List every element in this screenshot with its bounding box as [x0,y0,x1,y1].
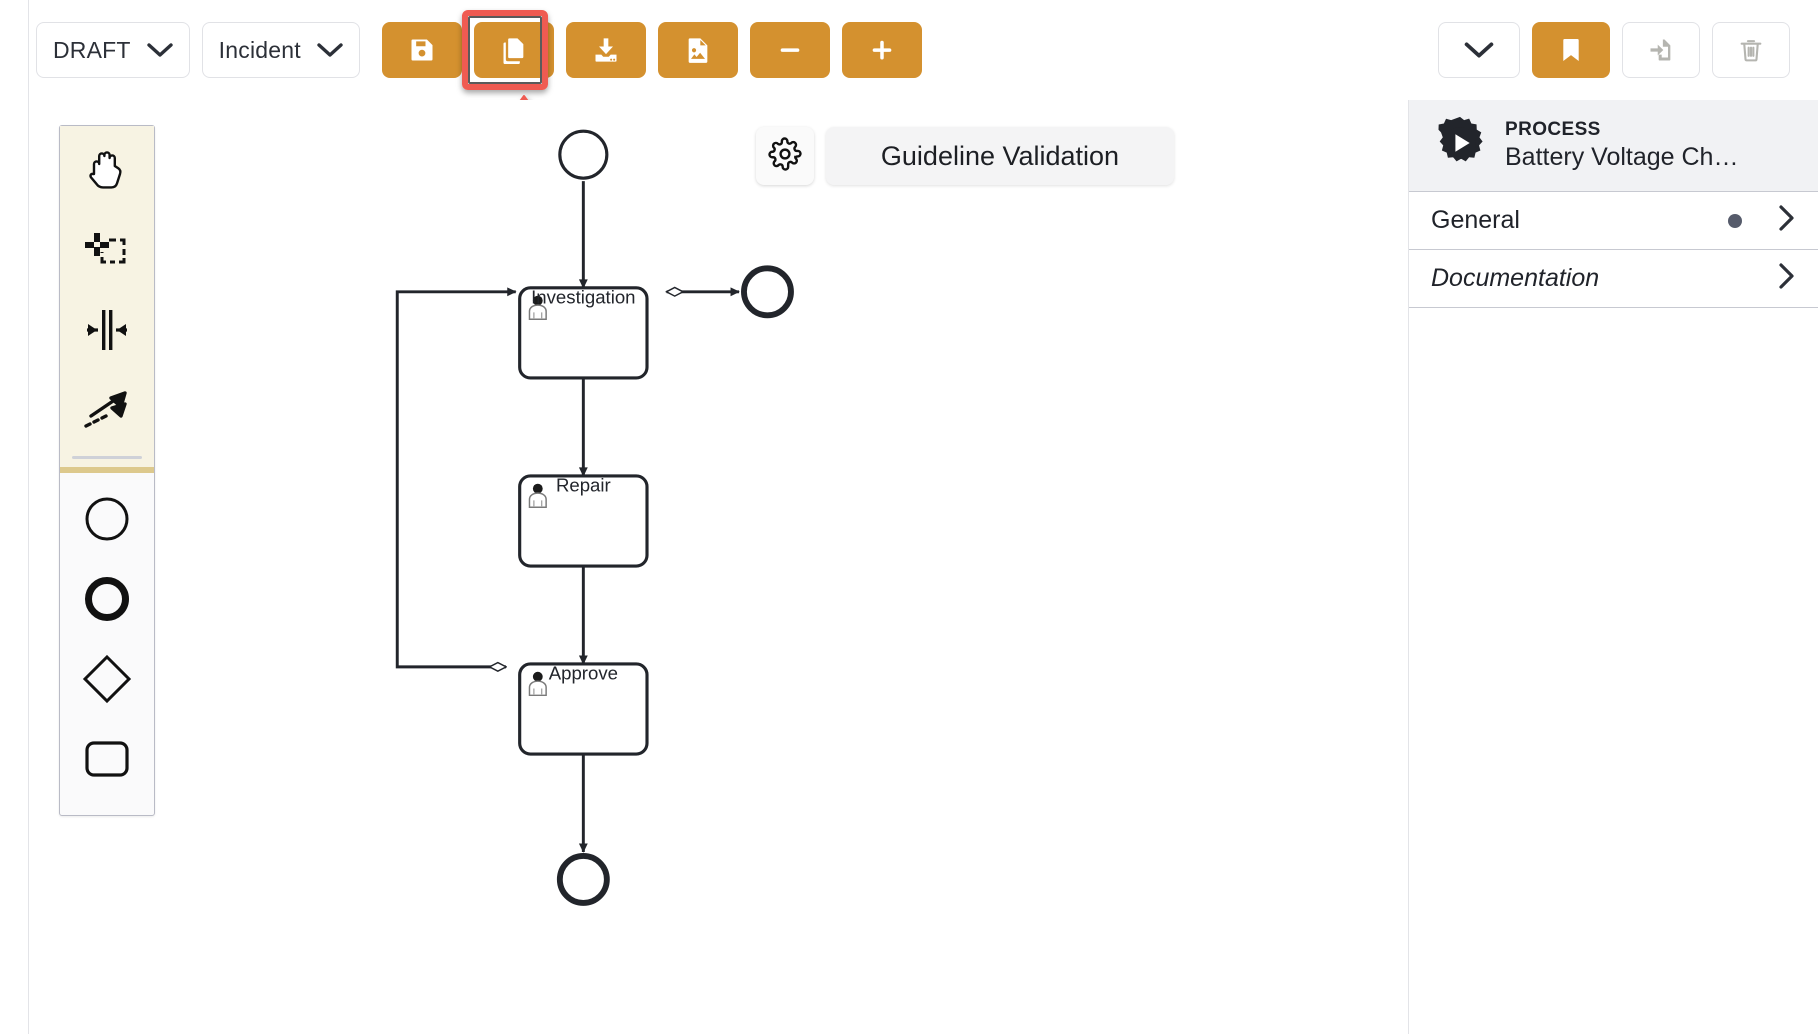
properties-header-text: PROCESS Battery Voltage Ch… [1505,119,1738,172]
properties-panel: PROCESS Battery Voltage Ch… General Docu… [1408,100,1818,1034]
end-event-node-right[interactable] [741,265,794,319]
type-select[interactable]: Incident [201,22,360,78]
process-name-chip[interactable]: Guideline Validation [826,127,1174,185]
import-button[interactable] [1622,22,1700,78]
bpmn-diagram: Investigation Repair [395,129,794,906]
chevron-down-icon [146,42,173,58]
task-node-repair[interactable]: Repair [518,474,649,568]
space-tool[interactable] [60,292,154,372]
download-file-icon [592,36,620,64]
process-settings-button[interactable] [756,127,814,185]
user-task-icon [528,483,547,508]
flow-approve-investigation [395,292,516,667]
end-event-tool[interactable] [60,561,154,641]
user-task-icon [528,295,547,320]
more-menu-button[interactable] [1438,22,1520,78]
space-tool-icon [81,308,133,357]
export-image-button[interactable] [657,22,738,78]
zoom-out-button[interactable] [749,22,830,78]
chevron-right-icon [1778,262,1796,295]
circle-thick-icon [83,575,131,628]
task-label: Repair [556,475,611,496]
minus-icon [776,36,804,64]
floppy-disk-icon [408,36,436,64]
properties-row-documentation[interactable]: Documentation [1409,250,1818,308]
status-dot [1728,213,1742,228]
delete-button[interactable] [1712,22,1790,78]
user-task-icon [528,671,547,697]
palette-tools-group [60,126,154,473]
connect-arrow-icon [81,388,133,437]
gear-icon [768,136,802,176]
plus-icon [868,36,896,64]
gateway-tool[interactable] [60,641,154,721]
chevron-down-icon [1464,41,1494,59]
hand-icon [83,147,131,198]
top-toolbar: DRAFT Incident [28,0,1818,100]
rounded-rect-icon [83,739,131,784]
process-gear-play-icon [1431,114,1489,177]
start-event-node[interactable] [558,129,609,180]
type-select-value: Incident [218,36,301,63]
left-rail-divider [28,0,29,1034]
diagram-canvas[interactable]: Guideline Validation [29,100,1408,1034]
lasso-select-icon [82,227,132,278]
task-label: Approve [549,663,618,684]
properties-row-general[interactable]: General [1409,192,1818,250]
start-event-tool[interactable] [60,481,154,561]
copy-icon [500,36,528,64]
zoom-in-button[interactable] [841,22,922,78]
chevron-down-icon [317,42,343,58]
end-event-node-bottom[interactable] [556,852,610,906]
hand-tool[interactable] [60,132,154,212]
status-select-value: DRAFT [53,36,131,63]
circle-thin-icon [83,495,131,548]
diamond-icon [81,653,133,710]
task-label: Investigation [531,287,635,308]
image-file-icon [684,36,712,64]
duplicate-button[interactable] [473,22,554,78]
properties-row-label: General [1431,206,1520,234]
palette-elements-group [60,473,154,815]
chevron-right-icon [1778,204,1796,237]
status-select[interactable]: DRAFT [36,22,190,78]
lasso-select-tool[interactable] [60,212,154,292]
properties-header: PROCESS Battery Voltage Ch… [1409,100,1818,192]
save-button[interactable] [381,22,462,78]
duplicate-button-wrapper [461,10,554,90]
trash-icon [1737,36,1765,64]
task-node-investigation[interactable]: Investigation [518,286,649,380]
properties-row-label: Documentation [1431,264,1600,292]
bookmark-button[interactable] [1532,22,1610,78]
connect-tool[interactable] [60,372,154,452]
task-tool[interactable] [60,721,154,801]
download-button[interactable] [565,22,646,78]
properties-kind: PROCESS [1505,119,1601,141]
properties-title: Battery Voltage Ch… [1505,142,1739,171]
file-import-icon [1647,36,1675,64]
task-node-approve[interactable]: Approve [518,662,649,756]
palette-divider [72,456,142,459]
bookmark-icon [1557,36,1585,64]
bpmn-palette [59,125,155,816]
toolbar-right-group [1438,22,1790,78]
